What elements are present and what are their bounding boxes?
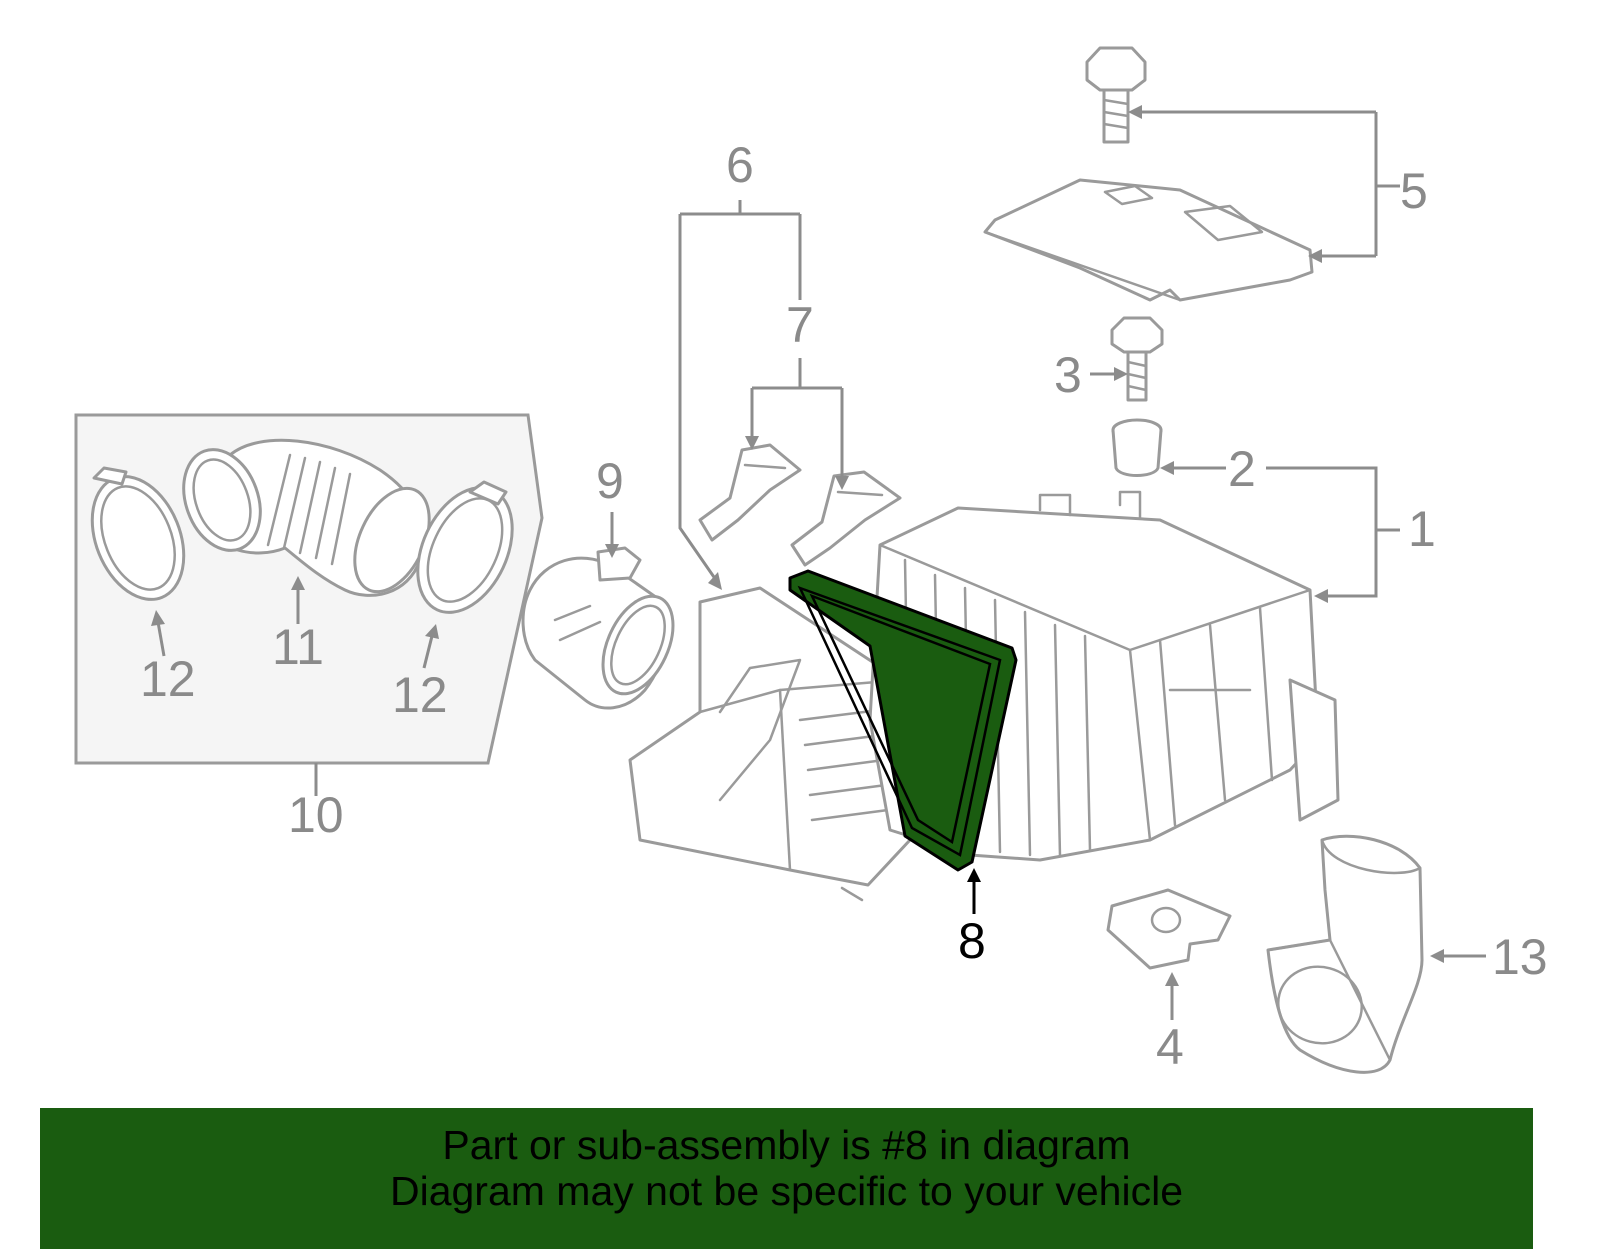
- banner-line-2: Diagram may not be specific to your vehi…: [389, 1168, 1183, 1214]
- part-5-bolt[interactable]: [1085, 46, 1147, 144]
- callout-3: 3: [1054, 347, 1082, 403]
- callout-8: 8: [958, 913, 986, 969]
- part-7-clip-right[interactable]: [790, 470, 902, 567]
- part-8-air-filter[interactable]: [788, 569, 1018, 872]
- callout-4: 4: [1156, 1019, 1184, 1075]
- callout-2: 2: [1228, 441, 1256, 497]
- part-9-airflow-sensor[interactable]: [521, 546, 687, 710]
- part-3-bolt[interactable]: [1110, 316, 1164, 402]
- part-12-right-clamp[interactable]: [399, 472, 531, 627]
- callout-1: 1: [1408, 501, 1436, 557]
- callout-5: 5: [1400, 163, 1428, 219]
- part-7-clip-left[interactable]: [698, 443, 802, 542]
- info-banner: Part or sub-assembly is #8 in diagram Di…: [40, 1108, 1533, 1249]
- banner-line-1: Part or sub-assembly is #8 in diagram: [442, 1122, 1131, 1168]
- part-4-clip[interactable]: [1106, 888, 1232, 970]
- callout-7: 7: [786, 297, 814, 353]
- callout-13: 13: [1492, 929, 1548, 985]
- callout-11: 11: [272, 619, 324, 675]
- callout-12-right: 12: [392, 667, 448, 723]
- part-5-engine-cover[interactable]: [983, 178, 1314, 302]
- part-2-grommet[interactable]: [1111, 418, 1163, 477]
- part-11-intake-hose[interactable]: [170, 438, 444, 604]
- callout-9: 9: [596, 453, 624, 509]
- part-13-air-duct[interactable]: [1266, 834, 1424, 1074]
- callout-10: 10: [288, 787, 344, 843]
- callout-6: 6: [726, 137, 754, 193]
- callout-12-left: 12: [140, 651, 196, 707]
- part-12-left-clamp[interactable]: [75, 463, 201, 613]
